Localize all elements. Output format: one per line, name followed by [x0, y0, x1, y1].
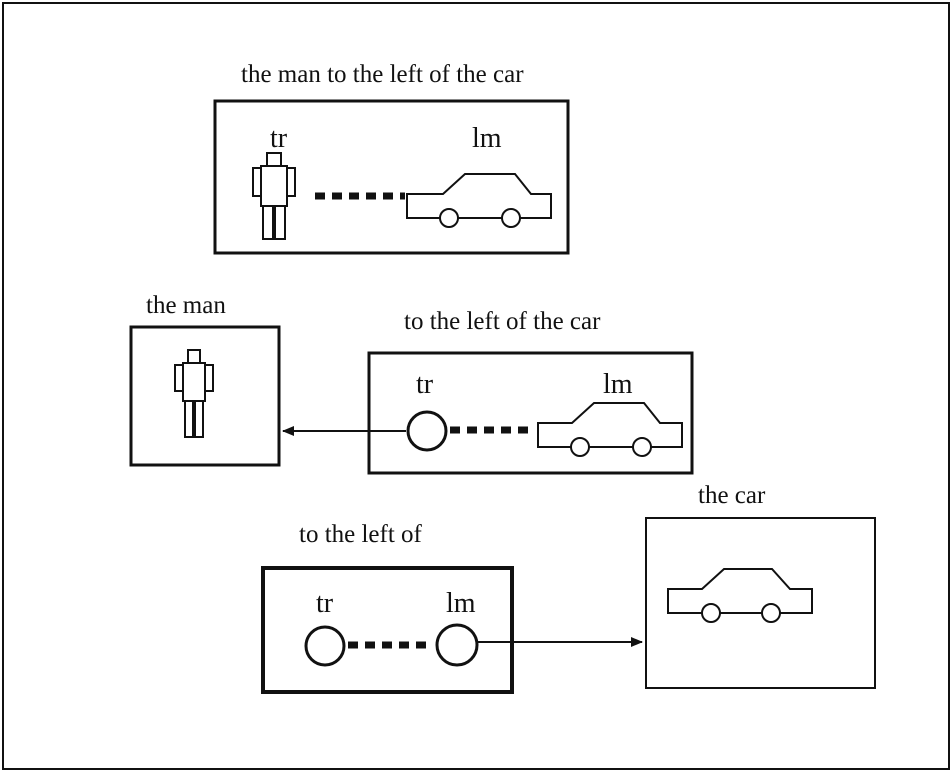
box-full-phrase [213, 99, 570, 255]
panel-full-phrase: the man to the left of the car tr lm [213, 61, 570, 255]
box-to-the-left-of [261, 566, 514, 694]
man-icon [252, 152, 296, 240]
panel-the-man: the man [129, 292, 281, 467]
panel-the-car: the car [645, 482, 876, 689]
panel-to-the-left-of: to the left of tr lm [261, 521, 514, 694]
tr-label-to-the-left-of-the-car: tr [416, 369, 434, 400]
lm-label-to-the-left-of: lm [446, 588, 476, 619]
panel-to-the-left-of-the-car: to the left of the car tr lm [367, 308, 694, 475]
caption-to-the-left-of-the-car: to the left of the car [404, 308, 601, 335]
tr-label-full-phrase: tr [270, 123, 288, 154]
car-icon [667, 568, 813, 623]
trajector-circle-icon [406, 410, 448, 452]
trajector-circle-icon [304, 625, 346, 667]
lm-label-full-phrase: lm [472, 123, 502, 154]
car-icon [406, 173, 552, 228]
tr-label-to-the-left-of: tr [316, 588, 334, 619]
caption-the-man: the man [146, 292, 226, 319]
caption-the-car: the car [698, 482, 766, 509]
box-the-car [645, 517, 876, 689]
man-icon [174, 349, 214, 438]
box-to-the-left-of-the-car [367, 351, 694, 475]
car-icon [537, 402, 683, 457]
box-the-man [129, 325, 281, 467]
landmark-circle-icon [435, 623, 479, 667]
caption-to-the-left-of: to the left of [299, 521, 423, 548]
caption-full-phrase: the man to the left of the car [241, 61, 524, 88]
lm-label-to-the-left-of-the-car: lm [603, 369, 633, 400]
